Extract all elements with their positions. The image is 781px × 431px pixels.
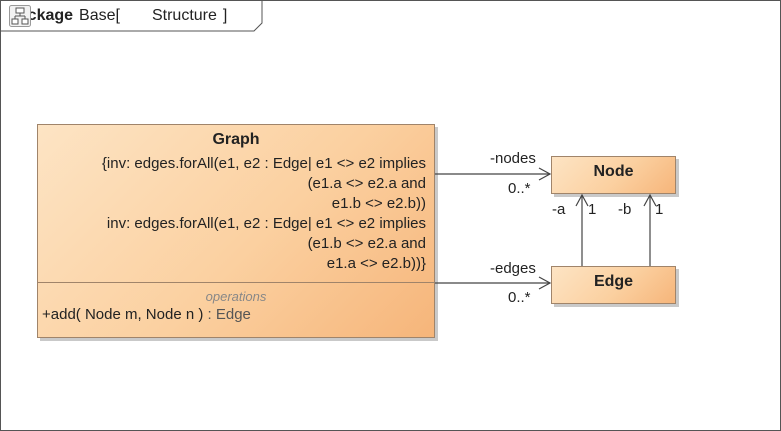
multiplicity-nodes: 0..* [508, 180, 531, 197]
class-graph[interactable]: Graph {inv: edges.forAll(e1, e2 : Edge| … [37, 124, 435, 338]
arrowhead-a [575, 193, 589, 207]
multiplicity-a: 1 [588, 201, 597, 218]
class-edge-name: Edge [593, 273, 634, 290]
operation-add[interactable]: +add( Node m, Node n ) : Edge [42, 306, 251, 323]
diagram-name: Structure [151, 7, 217, 24]
operations-divider [38, 282, 434, 283]
package-label: package Base [ Structure ] [9, 5, 227, 27]
class-node-name: Node [593, 163, 634, 180]
class-node[interactable]: Node [551, 156, 676, 194]
operations-title: operations [205, 289, 267, 304]
role-b: -b [618, 201, 632, 218]
multiplicity-b: 1 [655, 201, 664, 218]
package-name: Base [79, 7, 116, 24]
multiplicity-edges: 0..* [508, 289, 531, 306]
constraint-line: inv: edges.forAll(e1, e2 : Edge| e1 <> e… [106, 215, 426, 232]
role-edges: -edges [490, 260, 536, 277]
role-nodes: -nodes [490, 150, 536, 167]
constraint-line: e1.b <> e2.b)) [331, 195, 426, 212]
constraint-line: {inv: edges.forAll(e1, e2 : Edge| e1 <> … [101, 155, 426, 172]
operation-signature: +add( Node m, Node n ) [42, 306, 204, 323]
constraint-line: e1.a <> e2.b))} [326, 255, 426, 272]
package-tab: package Base [ Structure ] [0, 0, 263, 32]
open-bracket: [ [115, 7, 120, 24]
arrowhead-edges [538, 276, 552, 290]
class-edge[interactable]: Edge [551, 266, 676, 304]
close-bracket: ] [222, 7, 228, 24]
class-graph-name: Graph [212, 131, 260, 148]
class-graph-constraints: {inv: edges.forAll(e1, e2 : Edge| e1 <> … [38, 154, 434, 274]
arrowhead-b [643, 193, 657, 207]
class-diagram-icon [9, 5, 148, 27]
constraint-line: (e1.a <> e2.a and [307, 175, 426, 192]
constraint-line: (e1.b <> e2.a and [307, 235, 426, 252]
role-a: -a [552, 201, 566, 218]
operation-return-type: : Edge [203, 306, 251, 323]
arrowhead-nodes [538, 167, 552, 181]
